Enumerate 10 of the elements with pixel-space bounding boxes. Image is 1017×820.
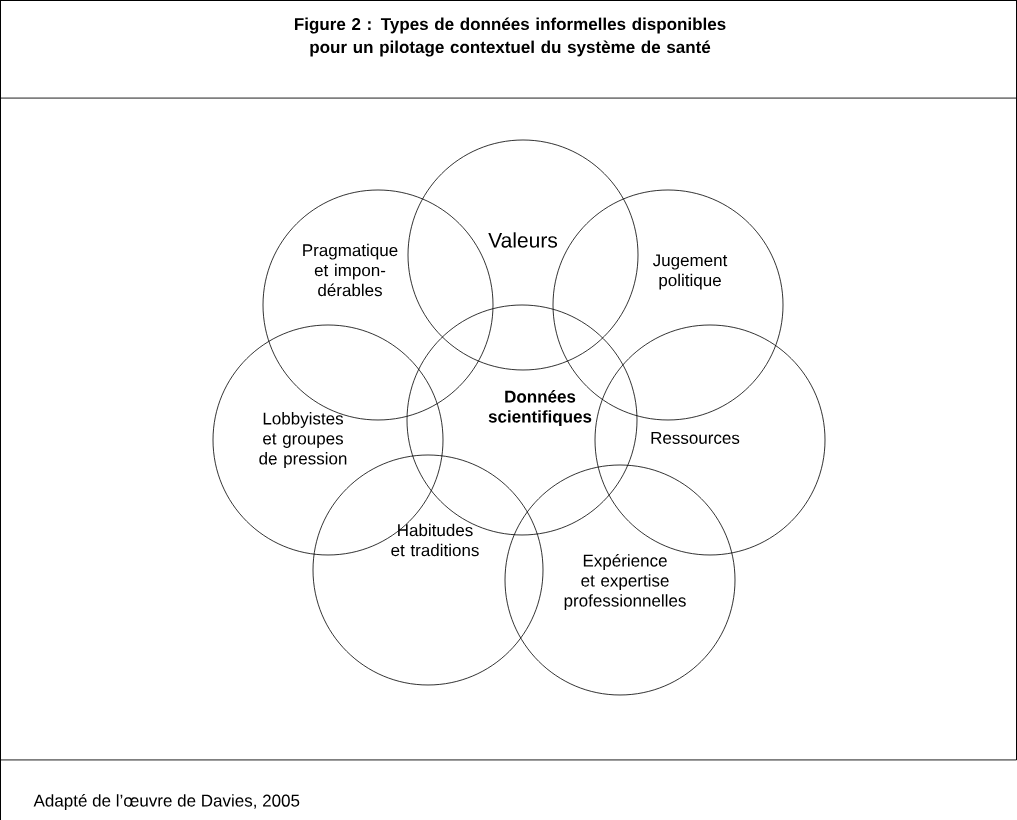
circle-label: Lobbyistes et groupes de pression <box>259 412 347 468</box>
circle-label: Ressources <box>651 432 740 444</box>
circle-label: Pragmatique et impon-dérables <box>303 243 398 297</box>
circle-label: Jugement politique <box>652 254 728 290</box>
circle-label: Expérience et expertise professionnelles <box>564 554 686 610</box>
source-note: Adapté de l’œuvre de Davies, 2005 <box>33 794 300 810</box>
figure-title: Figure 2 : Types de données informelles disponibles pour un pilotage contextuel du système de santé <box>295 17 726 57</box>
circle-label: Habitudes et traditions <box>391 523 479 557</box>
circle-label: Données scientifiques <box>488 390 592 426</box>
circle-label: Valeurs <box>488 232 558 248</box>
